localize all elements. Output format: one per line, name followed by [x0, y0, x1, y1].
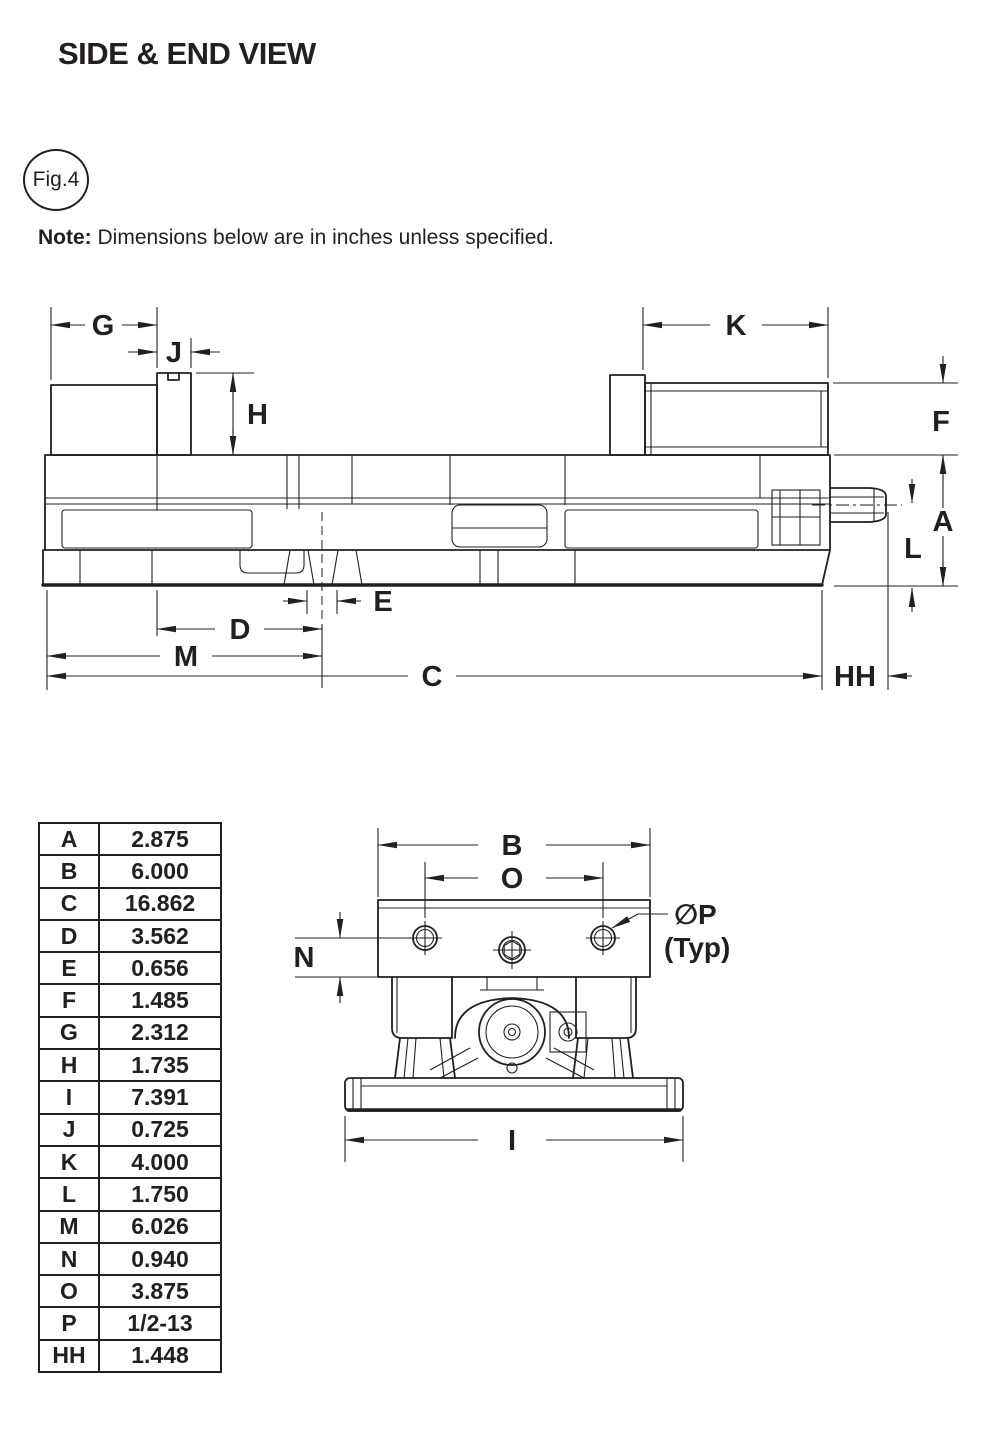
- dim-value-cell: 0.940: [98, 1241, 222, 1277]
- dim-letter-cell: K: [38, 1144, 100, 1180]
- dim-letter-cell: P: [38, 1306, 100, 1341]
- dim-letter-cell: B: [38, 854, 100, 889]
- screw-nut-block: [771, 489, 821, 546]
- dim-label-a: A: [933, 506, 954, 538]
- dim-letter-cell: C: [38, 886, 100, 921]
- note-line: Note: Dimensions below are in inches unl…: [38, 226, 554, 250]
- dim-value-cell: 1.750: [98, 1177, 222, 1212]
- movable-jaw: [609, 374, 829, 456]
- dim-label-o: O: [501, 863, 524, 895]
- dim-value-cell: 1.735: [98, 1048, 222, 1083]
- figure-badge: Fig.4: [23, 149, 89, 211]
- dim-value-cell: 1.485: [98, 983, 222, 1018]
- dim-letter-cell: G: [38, 1015, 100, 1051]
- dim-value-cell: 2.875: [98, 821, 222, 857]
- dim-letter-cell: F: [38, 983, 100, 1018]
- dim-label-i: I: [508, 1125, 516, 1157]
- end-view-dimensions: B O N I ∅P (Typ): [294, 828, 730, 1162]
- end-view: B O N I ∅P (Typ): [294, 828, 730, 1162]
- dim-label-k: K: [726, 310, 747, 342]
- side-view-dimensions: G J H K F A L E D M C HH: [46, 307, 958, 693]
- dim-letter-cell: I: [38, 1080, 100, 1115]
- dim-label-p: ∅P: [674, 899, 717, 930]
- dim-label-e: E: [373, 586, 392, 618]
- dim-value-cell: 2.312: [98, 1015, 222, 1051]
- dim-value-cell: 6.026: [98, 1209, 222, 1244]
- dim-value-cell: 16.862: [98, 886, 222, 921]
- page-title: SIDE & END VIEW: [58, 36, 316, 71]
- center-screw: [493, 931, 531, 969]
- dim-label-hh: HH: [834, 661, 876, 693]
- dim-label-n: N: [294, 942, 315, 974]
- vise-body: [41, 454, 831, 587]
- dim-label-l: L: [904, 533, 922, 565]
- dim-letter-cell: L: [38, 1177, 100, 1212]
- dim-letter-cell: N: [38, 1241, 100, 1277]
- figure-label: Fig.4: [32, 168, 80, 191]
- dim-value-cell: 3.875: [98, 1274, 222, 1309]
- note-text: Dimensions below are in inches unless sp…: [91, 226, 554, 249]
- dim-label-m: M: [174, 641, 198, 673]
- dim-letter-cell: E: [38, 951, 100, 986]
- side-view: G J H K F A L E D M C HH: [41, 307, 958, 693]
- dim-value-cell: 1/2-13: [98, 1306, 222, 1341]
- clamp-mechanism: [391, 976, 637, 1079]
- base: [344, 1077, 684, 1112]
- dim-value-cell: 7.391: [98, 1080, 222, 1115]
- dim-label-j: J: [166, 337, 182, 369]
- dim-letter-cell: M: [38, 1209, 100, 1244]
- legs: [394, 1037, 634, 1079]
- note-prefix: Note:: [38, 226, 92, 249]
- dim-letter-cell: HH: [38, 1338, 100, 1374]
- dim-value-cell: 0.725: [98, 1112, 222, 1147]
- bolt-holes: [408, 921, 620, 955]
- fixed-jaw-plate: [156, 372, 192, 456]
- dim-letter-cell: A: [38, 821, 100, 857]
- dim-letter-cell: J: [38, 1112, 100, 1147]
- dim-label-d: D: [230, 614, 251, 646]
- dim-value-cell: 0.656: [98, 951, 222, 986]
- dim-label-g: G: [92, 310, 115, 342]
- dim-label-f: F: [932, 406, 950, 438]
- dim-label-p-typ: (Typ): [664, 932, 730, 963]
- dim-value-cell: 4.000: [98, 1144, 222, 1180]
- dim-label-c: C: [422, 661, 443, 693]
- dim-value-cell: 3.562: [98, 918, 222, 954]
- dim-label-h: H: [247, 399, 268, 431]
- dim-value-cell: 6.000: [98, 854, 222, 889]
- dim-label-b: B: [502, 830, 523, 862]
- drive-shaft: [812, 487, 902, 523]
- dim-letter-cell: D: [38, 918, 100, 954]
- dim-value-cell: 1.448: [98, 1338, 222, 1374]
- dim-letter-cell: O: [38, 1274, 100, 1309]
- fixed-jaw: [50, 384, 158, 456]
- dim-letter-cell: H: [38, 1048, 100, 1083]
